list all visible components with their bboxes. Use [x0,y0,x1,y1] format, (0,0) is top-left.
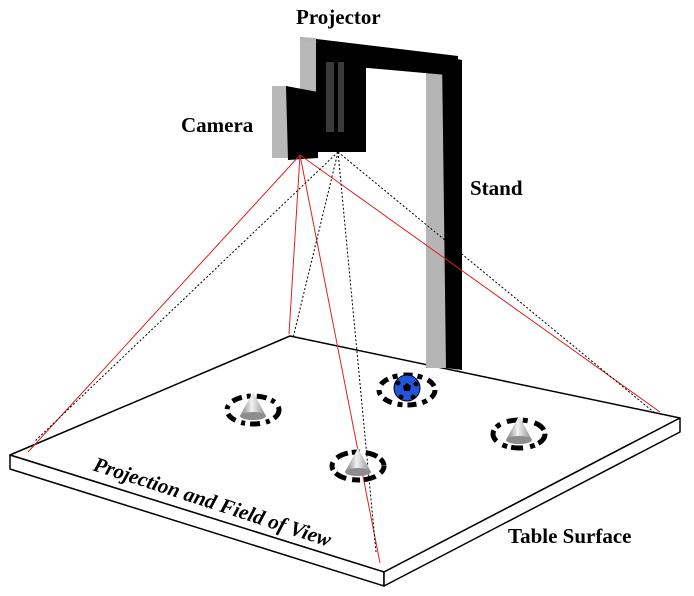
ball-patch [413,381,419,387]
cone-marker [224,392,282,427]
marker-cone [506,416,532,440]
camera-label: Camera [181,113,254,137]
camera-shade [272,86,288,158]
ball-patch [403,383,411,391]
stand-pole [442,56,462,370]
camera-ray [299,154,381,564]
marker-cone-base [240,412,266,420]
camera-block [286,86,318,160]
table-right-edge [383,417,681,587]
camera-body [272,86,318,160]
projector-ray [292,151,339,339]
stand-label: Stand [470,176,523,200]
marker-cone [240,392,266,416]
camera-ray [299,154,661,413]
soccer-ball-marker [376,372,438,408]
projector-lens-strip [338,62,344,132]
marker-cone [345,448,371,472]
projector-label: Projector [296,5,381,29]
ball-patch [395,380,401,386]
camera-ray [288,154,301,335]
cone-marker [329,448,387,483]
projector-field-lines [33,151,657,553]
camera-ray [27,154,301,453]
ball-patch [410,394,416,400]
marker-ring [224,393,282,427]
ball-patch [398,394,404,400]
marker-cone-base [345,468,371,476]
camera-field-lines [27,154,661,564]
cone-marker [490,416,548,451]
projector-ray [337,151,657,415]
marker-cone-base [506,436,532,444]
table-surface-label: Table Surface [508,524,632,548]
projector-lens-strip [326,62,334,132]
projector-ray [337,151,377,553]
